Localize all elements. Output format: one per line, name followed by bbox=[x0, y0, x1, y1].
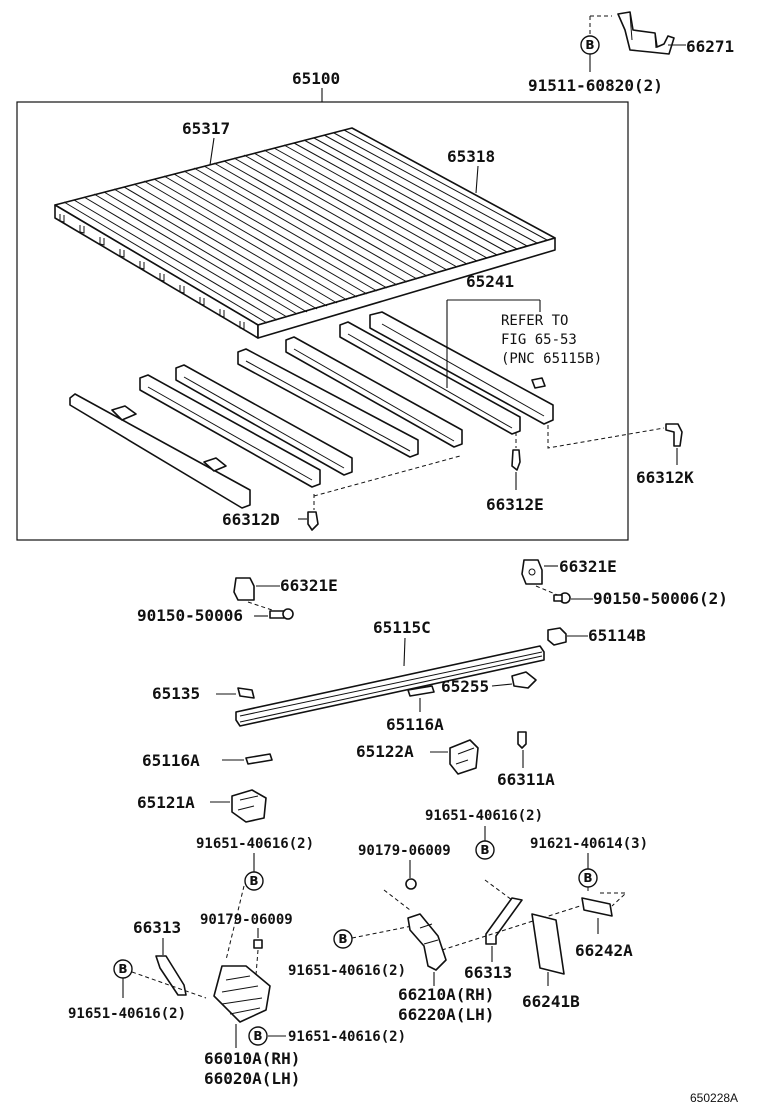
plate-66242A bbox=[581, 897, 613, 917]
part-65135 bbox=[237, 687, 255, 699]
callout-66313-left: 66313 bbox=[133, 918, 181, 937]
clip-66311A bbox=[517, 731, 527, 749]
callout-91651-40616-left-bottom: 91651-40616(2) bbox=[68, 1006, 186, 1022]
cap-65114B bbox=[547, 627, 567, 646]
cross-sill-2 bbox=[139, 374, 321, 488]
callout-91651-40616-top: 91651-40616(2) bbox=[425, 808, 543, 824]
callout-65255: 65255 bbox=[441, 677, 489, 696]
callout-90179-06009-b: 90179-06009 bbox=[358, 843, 451, 859]
figure-code: 650228A bbox=[690, 1091, 738, 1105]
bolt-marker-label: B bbox=[253, 1029, 262, 1043]
note-refer-line1: REFER TO bbox=[501, 313, 568, 329]
callout-65115C: 65115C bbox=[373, 618, 431, 637]
bolt-marker-b: B bbox=[580, 35, 600, 55]
callout-66321E-left: 66321E bbox=[280, 576, 338, 595]
cross-sill-4 bbox=[237, 348, 419, 458]
callout-91651-40616-bottom: 91651-40616(2) bbox=[288, 1029, 406, 1045]
callout-90150-50006-right: 90150-50006(2) bbox=[593, 589, 728, 608]
bolt-marker-label: B bbox=[583, 871, 592, 885]
bracket-66271 bbox=[617, 11, 675, 55]
callout-65121A: 65121A bbox=[137, 793, 195, 812]
callout-90150-50006-left: 90150-50006 bbox=[137, 606, 243, 625]
bolt-marker-label: B bbox=[585, 38, 594, 52]
mudguard-66010A bbox=[213, 965, 271, 1023]
clip-66312K bbox=[665, 423, 683, 447]
callout-66271: 66271 bbox=[686, 37, 734, 56]
callout-65317: 65317 bbox=[182, 119, 230, 138]
callout-66321E-right: 66321E bbox=[559, 557, 617, 576]
callout-90179-06009-a: 90179-06009 bbox=[200, 912, 293, 928]
stay-66313-right bbox=[485, 897, 523, 945]
note-refer-line2: FIG 65-53 bbox=[501, 332, 577, 348]
callout-66010A-RH: 66010A(RH) bbox=[204, 1049, 300, 1068]
callout-91511-60820: 91511-60820(2) bbox=[528, 76, 663, 95]
callout-65116A-b: 65116A bbox=[142, 751, 200, 770]
bolt-marker-label: B bbox=[480, 843, 489, 857]
callout-65100: 65100 bbox=[292, 69, 340, 88]
callout-91651-40616-mid: 91651-40616(2) bbox=[196, 836, 314, 852]
callout-66242A: 66242A bbox=[575, 941, 633, 960]
callout-66311A: 66311A bbox=[497, 770, 555, 789]
block-66321E-left bbox=[233, 577, 255, 601]
bracket-65255 bbox=[511, 671, 537, 689]
callout-65116A-a: 65116A bbox=[386, 715, 444, 734]
callout-66210A-RH: 66210A(RH) bbox=[398, 985, 494, 1004]
group-frame-65100 bbox=[16, 101, 629, 541]
bracket-65121A bbox=[231, 789, 267, 823]
stay-66313-left bbox=[155, 955, 187, 996]
callout-65114B: 65114B bbox=[588, 626, 646, 645]
bolt-marker-b-4: B bbox=[244, 871, 264, 891]
callout-91621-40614: 91621-40614(3) bbox=[530, 836, 648, 852]
bracket-65122A bbox=[449, 739, 479, 775]
nut-90179-a bbox=[253, 939, 263, 949]
bolt-marker-label: B bbox=[338, 932, 347, 946]
note-refer-line3: (PNC 65115B) bbox=[501, 351, 602, 367]
cross-sill-5 bbox=[285, 336, 463, 448]
callout-66312E: 66312E bbox=[486, 495, 544, 514]
callout-66020A-LH: 66020A(LH) bbox=[204, 1069, 300, 1088]
callout-65122A: 65122A bbox=[356, 742, 414, 761]
callout-91651-40616-center: 91651-40616(2) bbox=[288, 963, 406, 979]
side-rail-65115C bbox=[235, 645, 545, 727]
plate-65116A-a bbox=[407, 685, 435, 697]
bolt-marker-b-3: B bbox=[578, 868, 598, 888]
callout-66313-right: 66313 bbox=[464, 963, 512, 982]
bolt-marker-label: B bbox=[118, 962, 127, 976]
clip-66312D bbox=[307, 511, 319, 531]
mudflap-66241B bbox=[531, 913, 565, 975]
block-66321E-right bbox=[521, 559, 543, 585]
nut-90179-b bbox=[405, 878, 417, 890]
bolt-marker-label: B bbox=[249, 874, 258, 888]
clip-66312E bbox=[511, 449, 521, 471]
bed-floor-panel bbox=[54, 127, 556, 339]
bracket-66210A bbox=[407, 913, 447, 971]
callout-65135: 65135 bbox=[152, 684, 200, 703]
callout-65318: 65318 bbox=[447, 147, 495, 166]
cross-sill-1 bbox=[69, 393, 251, 509]
cross-sill-6 bbox=[339, 321, 521, 435]
callout-66241B: 66241B bbox=[522, 992, 580, 1011]
callout-65241: 65241 bbox=[466, 272, 514, 291]
bolt-marker-b-2: B bbox=[475, 840, 495, 860]
bolt-90150-right bbox=[553, 592, 571, 604]
plate-65116A-b bbox=[245, 753, 273, 765]
callout-66312D: 66312D bbox=[222, 510, 280, 529]
bolt-marker-b-6: B bbox=[248, 1026, 268, 1046]
cross-sill-7 bbox=[369, 311, 554, 425]
bolt-90150-left bbox=[269, 608, 294, 620]
bolt-marker-b-7: B bbox=[333, 929, 353, 949]
cross-sill-3 bbox=[175, 364, 353, 476]
bolt-marker-b-5: B bbox=[113, 959, 133, 979]
callout-66220A-LH: 66220A(LH) bbox=[398, 1005, 494, 1024]
callout-66312K: 66312K bbox=[636, 468, 694, 487]
